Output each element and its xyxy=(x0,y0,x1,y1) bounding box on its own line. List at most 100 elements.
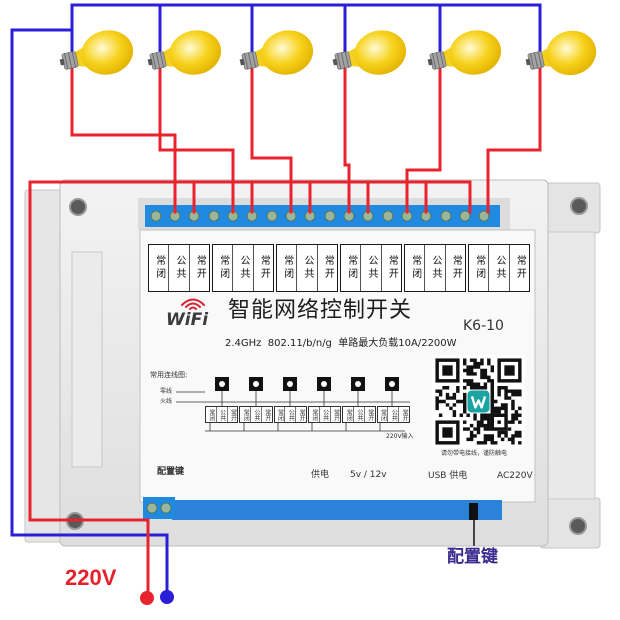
terminal-com: 公共 xyxy=(169,245,190,291)
relay-channel-3: 常闭 公共 常开 xyxy=(276,244,338,292)
mini-terminal: 常闭 xyxy=(240,407,252,422)
terminal-label: 常开 xyxy=(386,255,398,281)
terminal-label: 常闭 xyxy=(345,255,357,281)
terminal-com: 公共 xyxy=(489,245,510,291)
mini-terminal-label: 公共 xyxy=(218,408,226,421)
mini-terminal: 常开 xyxy=(296,407,306,422)
terminal-screws xyxy=(150,210,490,222)
mini-terminal-label: 公共 xyxy=(390,408,398,421)
terminal-label: 公共 xyxy=(237,255,249,281)
terminal-no: 常开 xyxy=(190,245,209,291)
mini-terminal: 常闭 xyxy=(275,407,286,422)
terminal-label: 常闭 xyxy=(409,255,421,281)
mini-channel-6: 常闭 公共 常开 xyxy=(376,406,410,423)
terminal-label: 公共 xyxy=(493,255,505,281)
terminal-com: 公共 xyxy=(361,245,382,291)
mounting-hole xyxy=(66,512,84,530)
config-button[interactable] xyxy=(469,503,478,520)
mini-terminal-label: 常开 xyxy=(263,408,271,421)
qr-finder-bottom-left xyxy=(435,420,460,445)
terminal-com: 公共 xyxy=(297,245,318,291)
terminal-label: 常开 xyxy=(194,255,206,281)
device-spec: 2.4GHz 802.11/b/n/g 单路最大负载10A/2200W xyxy=(225,338,457,349)
qr-alignment xyxy=(490,413,508,431)
mini-terminal: 常开 xyxy=(399,407,409,422)
mini-terminal-label: 常开 xyxy=(366,408,374,421)
terminal-nc: 常闭 xyxy=(469,245,490,291)
terminal-label: 常开 xyxy=(322,255,334,281)
mini-terminal: 公共 xyxy=(251,407,262,422)
mini-terminal: 公共 xyxy=(285,407,297,422)
mini-terminal-label: 常闭 xyxy=(345,408,353,421)
terminal-label: 常闭 xyxy=(473,255,485,281)
relay-channel-1: 常闭 公共 常开 xyxy=(148,244,210,292)
terminal-com: 公共 xyxy=(425,245,446,291)
mini-terminal-label: 常开 xyxy=(298,408,306,421)
input-voltage-callout: 220V xyxy=(65,565,117,590)
pcb-edge xyxy=(172,500,502,520)
mini-terminal: 公共 xyxy=(217,407,228,422)
mini-terminal: 公共 xyxy=(388,407,400,422)
qr-modules xyxy=(435,358,522,445)
relay-channel-5: 常闭 公共 常开 xyxy=(404,244,466,292)
mini-terminal-label: 常闭 xyxy=(310,408,318,421)
terminal-label: 公共 xyxy=(301,255,313,281)
qr-finder-top-left xyxy=(435,358,460,383)
wifi-logo: WiFi xyxy=(166,310,209,330)
mini-terminal-label: 常开 xyxy=(332,408,340,421)
mini-terminal: 常开 xyxy=(262,407,272,422)
mini-terminal-label: 常开 xyxy=(229,408,237,421)
ac-label: AC220V xyxy=(497,471,533,481)
terminal-no: 常开 xyxy=(510,245,529,291)
mini-terminal-strip: 常闭 公共 常开 常闭 公共 常开 常闭 公共 常开 常闭 公共 常开 常闭 公… xyxy=(205,406,410,423)
terminal-label: 公共 xyxy=(429,255,441,281)
mini-terminal-label: 常闭 xyxy=(379,408,387,421)
terminal-label: 常闭 xyxy=(281,255,293,281)
mini-terminal: 公共 xyxy=(354,407,365,422)
terminal-nc: 常闭 xyxy=(405,245,426,291)
terminal-nc: 常闭 xyxy=(149,245,170,291)
terminal-nc: 常闭 xyxy=(213,245,234,291)
input-label: 220V输入 xyxy=(386,433,414,440)
config-key-callout: 配置键 xyxy=(447,547,498,567)
terminal-label: 公共 xyxy=(173,255,185,281)
power-label: 供电 xyxy=(311,470,330,480)
mini-terminal: 公共 xyxy=(320,407,331,422)
usb-power-label: USB 供电 xyxy=(428,471,468,481)
relay-channel-6: 常闭 公共 常开 xyxy=(468,244,530,292)
mini-terminal-label: 公共 xyxy=(355,408,363,421)
terminal-label: 常闭 xyxy=(153,255,165,281)
mini-diagram-relay-cores xyxy=(219,381,395,387)
terminal-no: 常开 xyxy=(382,245,401,291)
wifi-icon xyxy=(181,298,205,310)
relay-channel-2: 常闭 公共 常开 xyxy=(212,244,274,292)
terminal-no: 常开 xyxy=(318,245,337,291)
mini-terminal: 常闭 xyxy=(309,407,320,422)
terminal-label-strip: 常闭 公共 常开 常闭 公共 常开 常闭 公共 常开 常闭 公共 常开 常闭 公… xyxy=(148,244,530,292)
device-title: 智能网络控制开关 xyxy=(228,298,413,323)
mini-terminal: 常开 xyxy=(365,407,375,422)
terminal-label: 常闭 xyxy=(217,255,229,281)
mounting-hole xyxy=(570,197,588,215)
qr-code xyxy=(432,355,525,448)
mini-terminal: 常闭 xyxy=(206,407,217,422)
voltage-label: 5v / 12v xyxy=(350,470,387,480)
mini-terminal-label: 常闭 xyxy=(276,408,284,421)
terminal-no: 常开 xyxy=(254,245,273,291)
mounting-hole xyxy=(69,198,87,216)
neutral-line-label: 零线 xyxy=(160,388,173,395)
app-logo-icon xyxy=(467,390,490,413)
terminal-label: 公共 xyxy=(365,255,377,281)
mini-terminal-label: 公共 xyxy=(253,408,260,421)
mini-terminal: 常开 xyxy=(331,407,341,422)
mounting-ear-top-right xyxy=(539,182,601,234)
config-key-label: 配置键 xyxy=(157,467,185,477)
mini-terminal-label: 公共 xyxy=(321,408,329,421)
wiring-diagram-title: 常用连线图: xyxy=(150,371,188,379)
mini-channel-4: 常闭 公共 常开 xyxy=(307,406,342,423)
relay-channel-4: 常闭 公共 常开 xyxy=(340,244,402,292)
mini-diagram-lines xyxy=(176,391,410,432)
mini-channel-1: 常闭 公共 常开 xyxy=(205,406,239,423)
terminal-com: 公共 xyxy=(233,245,254,291)
